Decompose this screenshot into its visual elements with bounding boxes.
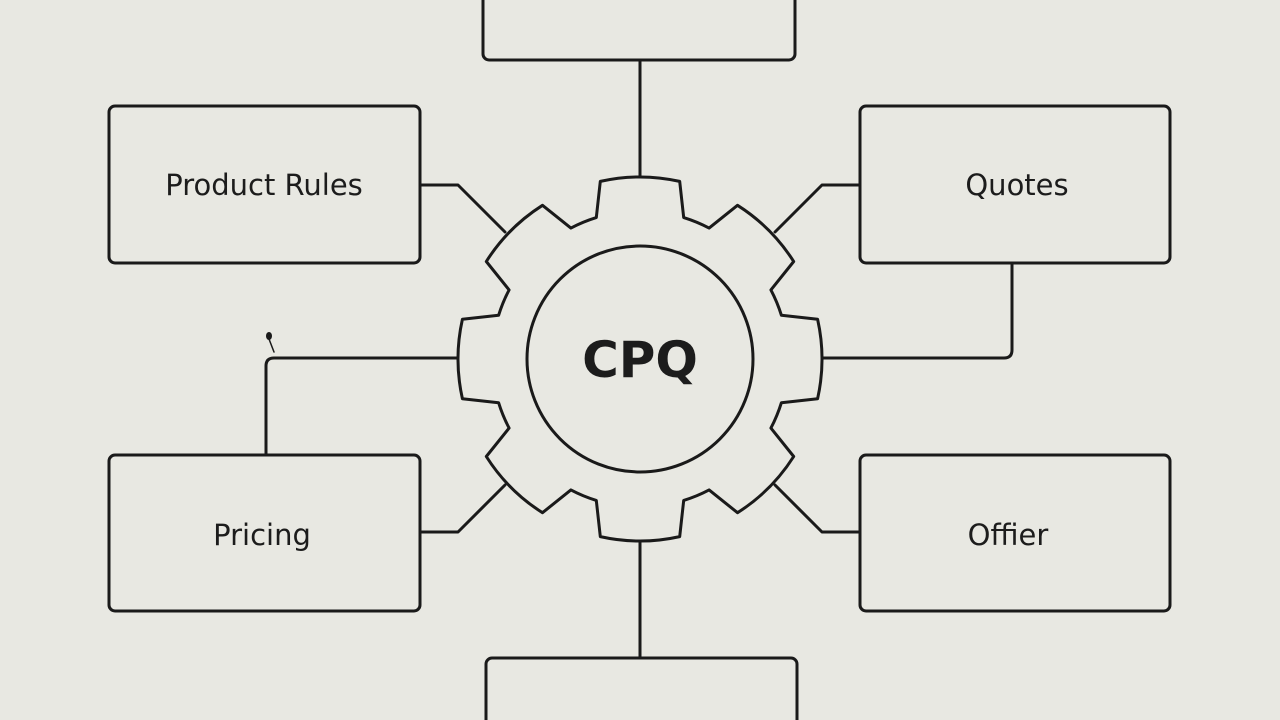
node-product-rules[interactable]: Product Rules — [107, 104, 422, 265]
connector-pricing — [418, 483, 507, 534]
node-pricing[interactable]: Pricing — [107, 453, 422, 613]
gear-inner-ring — [525, 244, 755, 474]
node-quotes-box — [858, 104, 1172, 265]
node-offier-box — [858, 453, 1172, 613]
gear-icon — [456, 175, 824, 543]
node-bottom-box — [484, 656, 799, 720]
node-product-rules-label: Product Rules — [165, 168, 363, 202]
node-offier[interactable]: Offier — [858, 453, 1172, 613]
stray-tail — [268, 338, 275, 353]
connector-quotes — [773, 183, 862, 234]
stray-mark — [266, 332, 275, 353]
connectors — [264, 58, 1014, 662]
hub-label: CPQ — [582, 331, 698, 389]
node-product-rules-box — [107, 104, 422, 265]
connector-offier — [773, 483, 862, 534]
node-quotes-label: Quotes — [965, 168, 1068, 202]
stray-dot — [266, 332, 272, 340]
node-bottom[interactable] — [484, 656, 799, 720]
cpq-hub[interactable]: CPQ — [456, 175, 824, 543]
node-top[interactable] — [481, 0, 797, 62]
connector-quotes-right — [820, 260, 1014, 360]
node-pricing-label: Pricing — [213, 518, 311, 552]
connector-product-rules — [418, 183, 507, 234]
node-quotes[interactable]: Quotes — [858, 104, 1172, 265]
node-top-box — [481, 0, 797, 62]
node-pricing-box — [107, 453, 422, 613]
node-offier-label: Offier — [968, 518, 1049, 552]
connector-pricing-left — [264, 356, 460, 457]
